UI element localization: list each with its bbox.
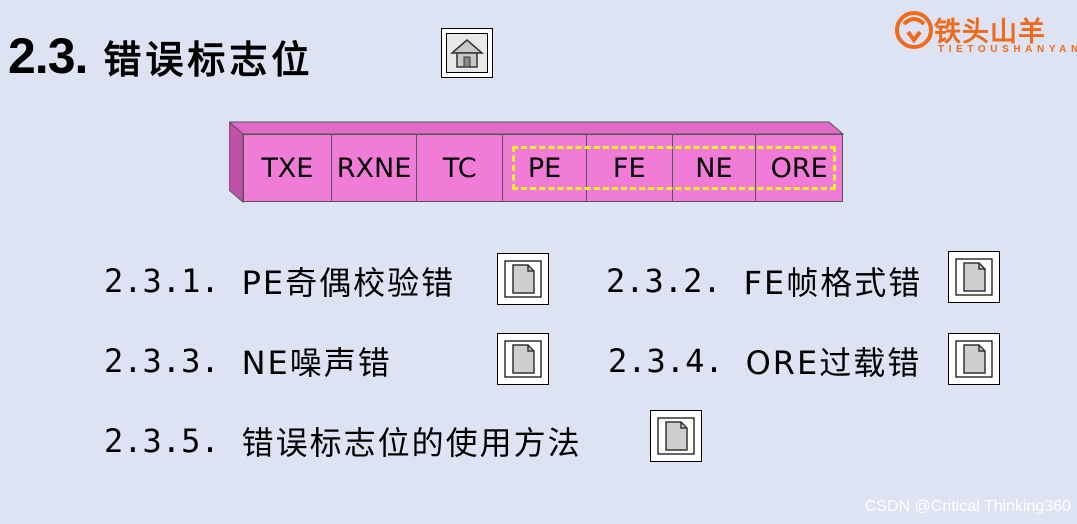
reg-cell-ore: ORE bbox=[756, 135, 842, 201]
page-title: 2.3. 错误标志位 bbox=[8, 26, 313, 86]
doc-link-button[interactable] bbox=[497, 333, 549, 385]
doc-link-button[interactable] bbox=[948, 251, 1000, 303]
section-title: 错误标志位 bbox=[103, 37, 314, 82]
reg-cell-txe: TXE bbox=[244, 135, 332, 201]
list-item[interactable]: 2.3.5. 错误标志位的使用方法 bbox=[104, 422, 582, 462]
home-button[interactable] bbox=[441, 28, 493, 78]
list-item[interactable]: 2.3.1. PE奇偶校验错 bbox=[104, 262, 456, 302]
document-icon bbox=[657, 417, 695, 455]
doc-link-button[interactable] bbox=[497, 253, 549, 305]
reg-cell-rxne: RXNE bbox=[331, 135, 418, 201]
document-icon bbox=[504, 340, 542, 378]
document-icon bbox=[955, 258, 993, 296]
reg-cell-fe: FE bbox=[586, 135, 673, 201]
section-number: 2.3. bbox=[8, 28, 88, 84]
goat-logo-icon bbox=[895, 11, 933, 49]
reg-cell-tc: TC bbox=[417, 135, 504, 201]
list-item[interactable]: 2.3.2. FE帧格式错 bbox=[606, 262, 923, 302]
status-register-diagram: TXE RXNE TC PE FE NE ORE bbox=[229, 120, 849, 206]
watermark: CSDN @Critical Thinking360 bbox=[864, 498, 1071, 515]
list-item[interactable]: 2.3.4. ORE过载错 bbox=[608, 342, 922, 382]
logo-text-cn: 铁头山羊 bbox=[934, 17, 1046, 48]
doc-link-button[interactable] bbox=[948, 333, 1000, 385]
doc-link-button[interactable] bbox=[650, 410, 702, 462]
reg-cell-ne: NE bbox=[672, 135, 757, 201]
list-item[interactable]: 2.3.3. NE噪声错 bbox=[104, 342, 392, 382]
document-icon bbox=[955, 340, 993, 378]
logo-text-en: TIETOUSHANYANG bbox=[938, 44, 1077, 55]
document-icon bbox=[504, 260, 542, 298]
register-cells: TXE RXNE TC PE FE NE ORE bbox=[243, 134, 843, 202]
brand-logo: 铁头山羊 TIETOUSHANYANG bbox=[892, 6, 1077, 60]
home-icon bbox=[450, 39, 484, 68]
reg-cell-pe: PE bbox=[503, 135, 587, 201]
